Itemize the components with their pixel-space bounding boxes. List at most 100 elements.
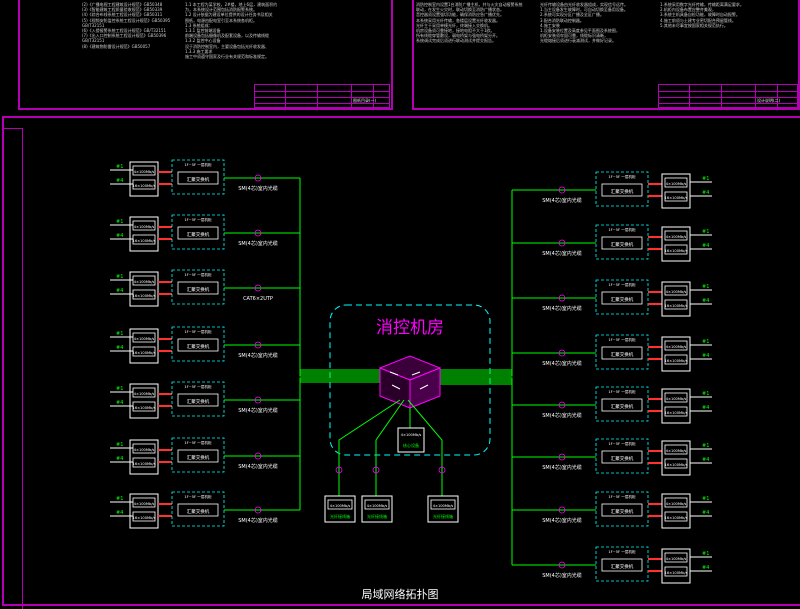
- note-line: (2)《广播电视工程建筑设计规范》GB50348: [82, 2, 163, 7]
- device-label: 4×100Mb/s: [666, 449, 687, 453]
- device-frame: [661, 388, 691, 424]
- fiber-tag: [372, 466, 380, 474]
- cabinet-floor-label: 1F~5F 一层机柜: [608, 549, 636, 554]
- device-box: [664, 497, 688, 508]
- fiber-tag: [438, 466, 446, 474]
- device-box: [664, 458, 688, 469]
- note-line: 1.1 本工程为某学校，2#楼，地上6层，建筑面积约: [185, 2, 278, 7]
- cable-label: SM(4芯)室内光缆: [238, 463, 278, 470]
- device-box: [664, 299, 688, 310]
- device-label: 4×100Mb/s: [666, 235, 687, 239]
- fiber-tag: [254, 396, 262, 404]
- center-device-label: 4×100Mb/s: [401, 433, 422, 437]
- unit-label: #1: [116, 496, 123, 502]
- device-frame: [129, 383, 159, 419]
- cabinet-outline: [171, 326, 225, 362]
- fiber-tag: [558, 294, 566, 302]
- switch-label: 汇聚交换机: [187, 231, 210, 238]
- switch-label: 汇聚交换机: [611, 188, 634, 195]
- note-line: 1.3 系统组成：: [185, 22, 213, 28]
- bottom-box-3: [427, 495, 459, 523]
- fiber-tag: [254, 174, 262, 182]
- device-label: 16×100Mb/s: [133, 239, 156, 243]
- fiber-tag: [558, 561, 566, 569]
- note-line: 1.3.2 监控中心设备: [185, 38, 221, 44]
- device-box: [664, 511, 688, 522]
- core-switch-glyphs: [389, 371, 429, 390]
- device-label: 16×100Mb/s: [133, 184, 156, 188]
- unit-label: #1: [116, 219, 123, 225]
- device-frame: [661, 336, 691, 372]
- device-box: [664, 566, 688, 577]
- unit-label: #1: [116, 164, 123, 170]
- device-label: 4×100Mb/s: [134, 280, 155, 284]
- unit-label: #1: [116, 386, 123, 392]
- fiber-trunk: [440, 190, 513, 371]
- fiber-tag: [254, 229, 262, 237]
- device-label: 16×100Mb/s: [665, 249, 688, 253]
- device-box: [664, 244, 688, 255]
- device-label: 4×100Mb/s: [666, 397, 687, 401]
- unit-label: #4: [702, 457, 709, 463]
- switch-label: 汇聚交换机: [611, 296, 634, 303]
- switch-label: 汇聚交换机: [611, 351, 634, 358]
- bottom-box-label: 光纤接线箱: [367, 513, 387, 519]
- note-line: 1.当主设备发生故障时，可自动切换至备用设备。: [540, 7, 628, 13]
- device-frame: [129, 493, 159, 529]
- note-line: 光缆熔接后须进行衰减测试，并做好记录。: [540, 38, 616, 44]
- switch-label: 汇聚交换机: [187, 343, 210, 350]
- fiber-tag: [254, 506, 262, 514]
- cabinet-floor-label: 1F~5F 一层机柜: [184, 272, 212, 277]
- cable-label: SM(4芯)室内光缆: [542, 464, 582, 471]
- unit-label: #1: [116, 274, 123, 280]
- device-label: 4×100Mb/s: [666, 502, 687, 506]
- note-line: 5.其他未尽事宜按国家相关规范执行。: [660, 22, 728, 28]
- note-line: 2.系统可实现分区广播及全区广播。: [540, 12, 604, 18]
- bottom-box-1: [324, 495, 356, 523]
- device-frame: [661, 281, 691, 317]
- cable-label: SM(4芯)室内光缆: [542, 305, 582, 312]
- device-frame: [661, 493, 691, 529]
- note-line: 光纤传输设备由光纤收发器组成，实现信号远传。: [540, 2, 628, 7]
- device-label: 4×100Mb/s: [134, 225, 155, 229]
- switch-box: [177, 171, 219, 185]
- device-label: 16×100Mb/s: [665, 359, 688, 363]
- device-box: [664, 444, 688, 455]
- machine-room-label: 消控机房: [376, 318, 444, 338]
- cabinet-floor-label: 1F~5F 一层机柜: [608, 441, 636, 446]
- sheet-notes-middle: 光纤传输设备由光纤收发器组成，实现信号远传。1.当主设备发生故障时，可自动切换至…: [540, 2, 656, 82]
- device-label: 4×100Mb/s: [134, 170, 155, 174]
- fiber-trunk: [440, 243, 513, 373]
- note-line: 1.设备安装位置及高度参见平面图及系统图，: [540, 28, 620, 34]
- note-line: 2.机柜内设备布置应整齐美观，: [660, 7, 716, 13]
- sheet-notes-left: 消防控制室内设置1台消防广播主机，并与火灾自动报警系统联动，在发生火灾时，联动切…: [416, 2, 536, 82]
- sheet-notes-left: (2)《广播电视工程建筑设计规范》GB50348(3)《智能建筑工程质量验收规范…: [82, 2, 182, 82]
- cabinet-floor-label: 1F~5F 一层机柜: [184, 494, 212, 499]
- note-line: 1.3.1 监控前端设备: [185, 28, 221, 34]
- title-block: 设计说明(二): [658, 84, 798, 108]
- sheet-binding-strip: [2, 128, 23, 609]
- cabinet-floor-label: 1F~5F 一层机柜: [184, 384, 212, 389]
- switch-label: 汇聚交换机: [611, 241, 634, 248]
- cable-label: SM(4芯)室内光缆: [542, 517, 582, 524]
- fiber-tag: [254, 284, 262, 292]
- switch-label: 汇聚交换机: [611, 563, 634, 570]
- unit-label: #1: [702, 443, 709, 449]
- bottom-device-box: [430, 499, 456, 510]
- unit-label: #4: [702, 298, 709, 304]
- cabinet-outline: [595, 334, 649, 370]
- cabinet-floor-label: 1F~5F 一层机柜: [608, 227, 636, 232]
- unit-label: #4: [702, 405, 709, 411]
- device-frame: [661, 226, 691, 262]
- device-label: 16×100Mb/s: [665, 196, 688, 200]
- switch-label: 汇聚交换机: [611, 403, 634, 410]
- unit-label: #1: [116, 331, 123, 337]
- cable-label: SM(4芯)室内光缆: [542, 572, 582, 579]
- device-label: 16×100Mb/s: [665, 304, 688, 308]
- note-line: (4)《综合布线系统工程设计规范》GB50311: [82, 12, 163, 18]
- note-line: GB/T32151: [82, 38, 105, 44]
- fiber-trunk: [299, 233, 382, 373]
- diagram-caption: 局域网络拓扑图: [362, 587, 439, 600]
- fiber-trunk: [299, 345, 382, 377]
